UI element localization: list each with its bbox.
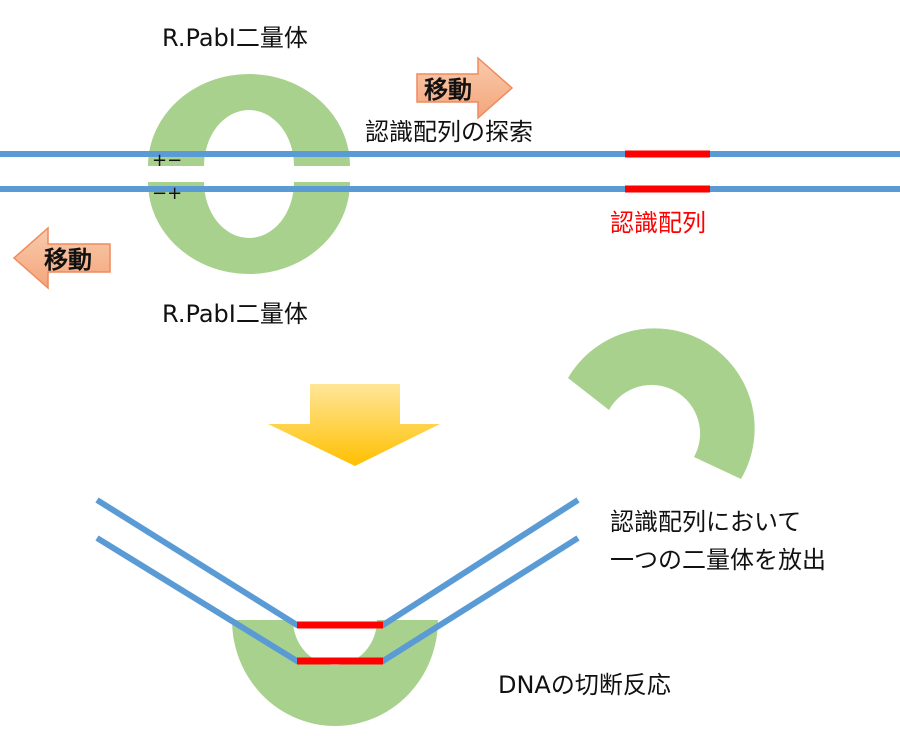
search-label: 認識配列の探索	[365, 118, 533, 146]
bound-dimer-arc	[232, 620, 438, 726]
protein-ring-lower	[148, 182, 350, 274]
move-right-arrow-icon	[416, 56, 514, 120]
move-left-arrow-icon	[12, 226, 111, 290]
bottom-panel: 認識配列において 一つの二量体を放出 DNAの切断反応	[95, 328, 826, 726]
charge-lower-text: −+	[152, 183, 182, 204]
down-arrow-icon	[268, 384, 440, 466]
bent-dna-strand-lower	[95, 535, 580, 664]
upper-dimer-label: R.PabI二量体	[162, 24, 308, 52]
move-left-label: 移動	[44, 246, 92, 274]
recognition-site-label: 認識配列	[610, 209, 706, 237]
top-panel: +− −+ R.PabI二量体 R.PabI二量体 移動 移動 認識配列の探索 …	[0, 24, 900, 328]
lower-dimer-label: R.PabI二量体	[162, 300, 308, 328]
released-dimer-arc	[568, 328, 755, 479]
charge-upper-text: +−	[152, 150, 182, 171]
move-right-label: 移動	[424, 76, 472, 104]
release-label-line1: 認識配列において	[610, 508, 801, 536]
bent-dna-strand-upper	[95, 497, 580, 628]
protein-ring-upper	[148, 74, 350, 166]
release-label-line2: 一つの二量体を放出	[610, 546, 826, 574]
cleavage-label: DNAの切断反応	[498, 671, 671, 699]
